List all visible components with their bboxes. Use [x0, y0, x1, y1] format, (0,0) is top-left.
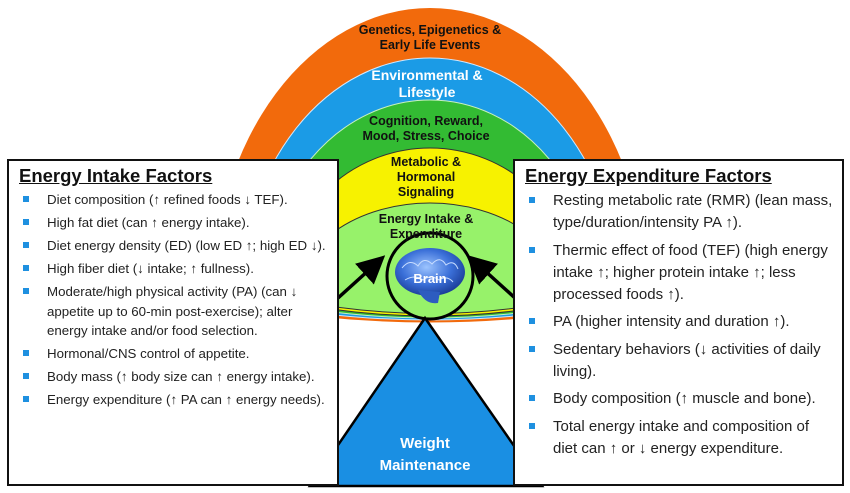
item-text: Body mass (↑ body size can ↑ energy inta… [47, 369, 315, 384]
intake-title: Energy Intake Factors [19, 165, 213, 186]
list-item: Sedentary behaviors (↓ activities of dai… [521, 339, 836, 383]
list-item: High fat diet (can ↑ energy intake). [15, 213, 331, 233]
list-item: Total energy intake and composition of d… [521, 416, 836, 460]
intake-arrow [336, 255, 386, 300]
brain-label: Brain [413, 271, 447, 286]
list-item: Resting metabolic rate (RMR) (lean mass,… [521, 190, 836, 234]
ring-label-cognition: Cognition, Reward,Mood, Stress, Choice [362, 114, 490, 143]
bullet-icon [23, 242, 29, 248]
bullet-icon [529, 318, 535, 324]
item-text: Thermic effect of food (TEF) (high energ… [553, 241, 828, 303]
bullet-icon [529, 246, 535, 253]
list-item: Diet composition (↑ refined foods ↓ TEF)… [15, 190, 331, 210]
item-text: Sedentary behaviors (↓ activities of dai… [553, 340, 821, 380]
item-text: Hormonal/CNS control of appetite. [47, 346, 250, 361]
list-item: Energy expenditure (↑ PA can ↑ energy ne… [15, 390, 331, 410]
list-item: Thermic effect of food (TEF) (high energ… [521, 240, 836, 306]
energy-expenditure-factors-box: Energy Expenditure Factors Resting metab… [513, 159, 844, 486]
bullet-icon [529, 197, 535, 203]
item-text: Energy expenditure (↑ PA can ↑ energy ne… [47, 392, 325, 407]
item-text: Diet composition (↑ refined foods ↓ TEF)… [47, 192, 288, 207]
item-text: Total energy intake and composition of d… [553, 417, 809, 457]
list-item: Diet energy density (ED) (low ED ↑; high… [15, 236, 331, 256]
ring-label-energy: Energy Intake &Expenditure [378, 212, 474, 241]
bullet-icon [23, 288, 29, 294]
list-item: Hormonal/CNS control of appetite. [15, 344, 331, 364]
bullet-icon [23, 196, 29, 202]
energy-intake-factors-box: Energy Intake Factors Diet composition (… [7, 159, 339, 486]
weight-maintenance-triangle [307, 315, 545, 488]
bullet-icon [529, 422, 535, 429]
expenditure-arrow [467, 255, 517, 300]
bullet-icon [529, 345, 535, 352]
item-text: Body composition (↑ muscle and bone). [553, 390, 816, 407]
item-text: Moderate/high physical activity (PA) (ca… [47, 284, 298, 338]
list-item: PA (higher intensity and duration ↑). [521, 311, 836, 333]
bullet-icon [23, 265, 29, 271]
bullet-icon [23, 219, 29, 225]
list-item: Moderate/high physical activity (PA) (ca… [15, 282, 331, 341]
bullet-icon [23, 373, 29, 379]
bullet-icon [529, 395, 535, 401]
item-text: High fat diet (can ↑ energy intake). [47, 215, 250, 230]
bullet-icon [23, 350, 29, 356]
brain-icon [395, 248, 465, 304]
expenditure-list: Resting metabolic rate (RMR) (lean mass,… [521, 190, 836, 460]
item-text: High fiber diet (↓ intake; ↑ fullness). [47, 261, 254, 276]
ring-label-genetics: Genetics, Epigenetics &Early Life Events [358, 23, 502, 52]
list-item: Body mass (↑ body size can ↑ energy inta… [15, 367, 331, 387]
expenditure-title: Energy Expenditure Factors [525, 165, 772, 186]
item-text: PA (higher intensity and duration ↑). [553, 313, 790, 330]
ring-label-environmental: Environmental &Lifestyle [371, 67, 483, 100]
item-text: Resting metabolic rate (RMR) (lean mass,… [553, 192, 833, 231]
intake-list: Diet composition (↑ refined foods ↓ TEF)… [15, 190, 331, 410]
list-item: Body composition (↑ muscle and bone). [521, 388, 836, 410]
list-item: High fiber diet (↓ intake; ↑ fullness). [15, 259, 331, 279]
item-text: Diet energy density (ED) (low ED ↑; high… [47, 238, 326, 253]
bullet-icon [23, 396, 29, 402]
